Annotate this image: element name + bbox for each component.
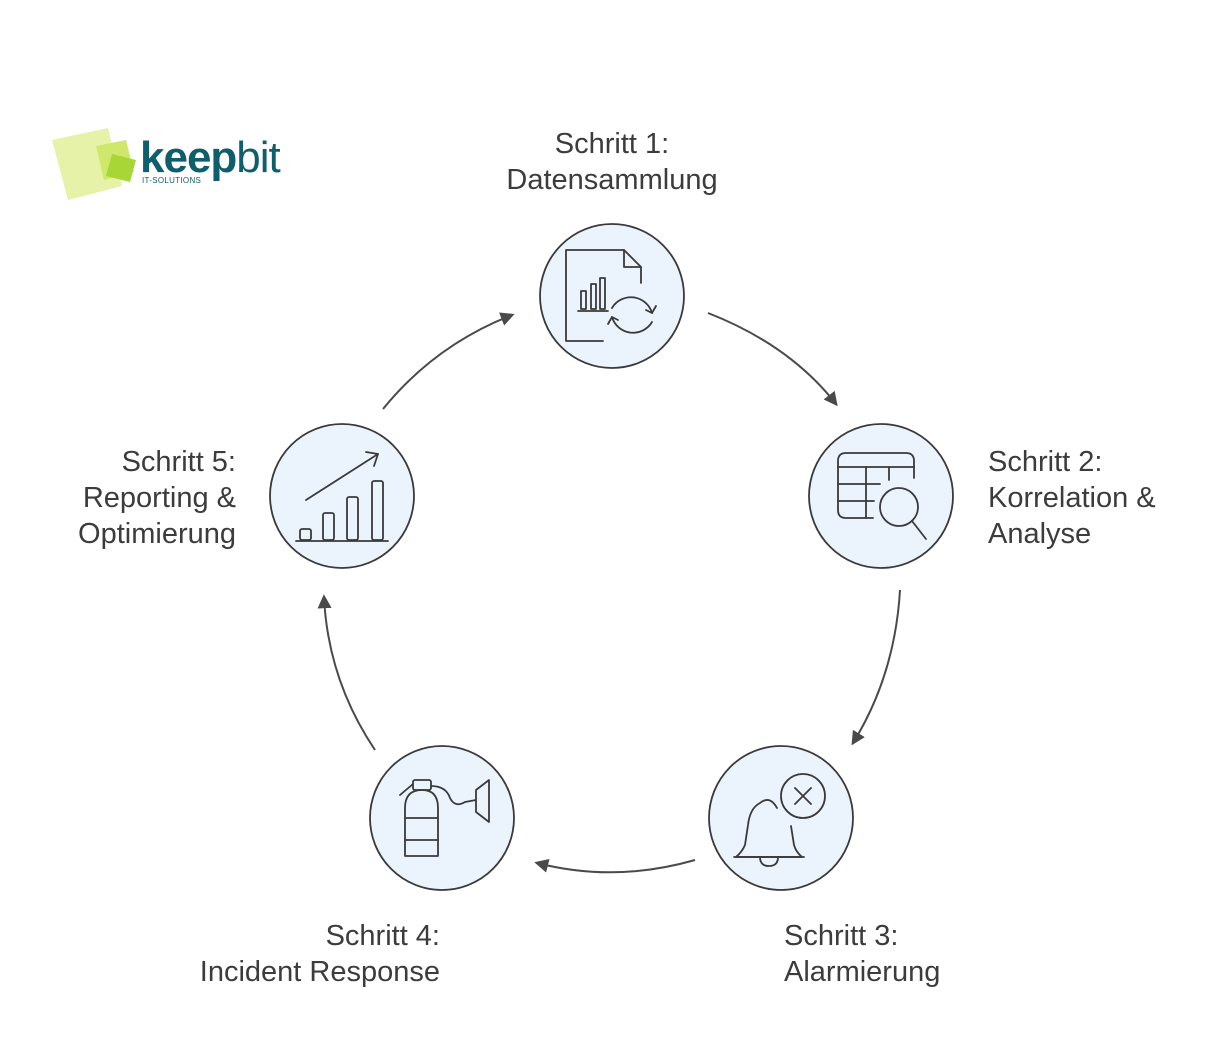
step3-node — [708, 745, 854, 891]
logo-shape-front — [106, 154, 136, 182]
step4-name: Incident Response — [199, 956, 440, 988]
document-refresh-icon — [565, 249, 657, 342]
step1-name: Datensammlung — [506, 164, 718, 196]
fire-extinguisher-icon — [399, 779, 490, 857]
step2-node — [808, 423, 954, 569]
step5-title: Schritt 5: — [121, 446, 236, 478]
step4-label: Schritt 4: Incident Response — [140, 918, 440, 990]
arrow-step5-to-step1 — [382, 312, 515, 410]
bell-cancel-icon — [733, 773, 826, 867]
logo-tagline: IT-SOLUTIONS — [142, 176, 202, 185]
step3-title: Schritt 3: — [784, 920, 899, 952]
step5-name-line1: Reporting & — [82, 482, 236, 514]
step5-label: Schritt 5: Reporting & Optimierung — [36, 444, 236, 552]
step4-title: Schritt 4: — [325, 920, 440, 952]
step5-name-line2: Optimierung — [78, 518, 236, 550]
step2-name-line2: Analyse — [988, 518, 1092, 550]
keepbit-logo — [52, 128, 136, 200]
logo-wordmark: keepbit — [140, 133, 281, 182]
step1-label: Schritt 1: Datensammlung — [412, 126, 812, 198]
step1-title: Schritt 1: — [554, 128, 670, 160]
step3-name: Alarmierung — [784, 956, 941, 988]
logo-brand-bold: keep — [140, 133, 237, 182]
step3-label: Schritt 3: Alarmierung — [784, 918, 940, 990]
step4-node — [369, 745, 515, 891]
step5-node — [269, 423, 415, 569]
table-search-icon — [837, 452, 927, 540]
step2-title: Schritt 2: — [988, 446, 1103, 478]
arrow-step4-to-step5 — [317, 594, 376, 751]
arrow-step1-to-step2 — [707, 312, 838, 407]
arrow-step3-to-step4 — [534, 858, 696, 874]
step1-node — [539, 223, 685, 369]
step2-label: Schritt 2: Korrelation & Analyse — [988, 444, 1156, 552]
step2-name-line1: Korrelation & — [988, 482, 1156, 514]
arrow-step2-to-step3 — [851, 589, 901, 746]
logo-brand-thin: bit — [236, 133, 280, 182]
growth-chart-icon — [295, 451, 389, 542]
